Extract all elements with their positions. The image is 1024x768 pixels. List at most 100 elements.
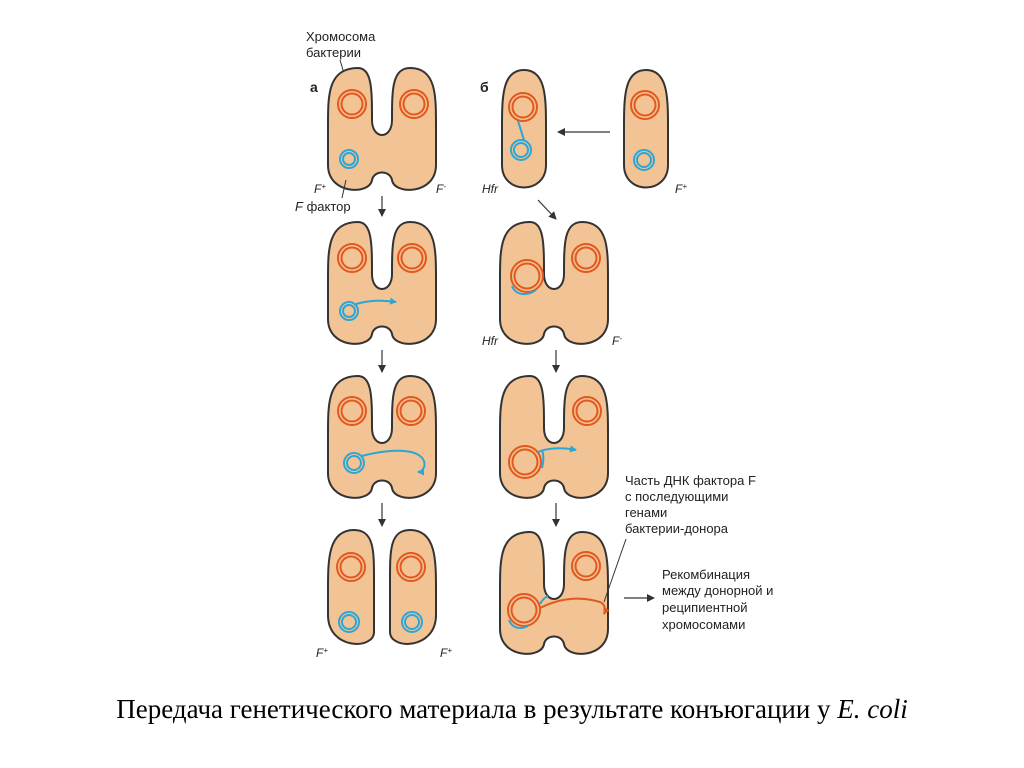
cell-body	[327, 220, 437, 345]
sup-plus: +	[447, 646, 452, 655]
chromosome-ring	[399, 89, 429, 119]
chromosome-ring	[508, 445, 542, 479]
dna-part-label-line4: бактерии-донора	[625, 521, 729, 536]
f-factor-ring	[633, 149, 655, 171]
f-factor-ring-inner	[342, 304, 356, 318]
f-letter: F	[316, 646, 324, 660]
cell-pair-b2	[499, 220, 609, 345]
label-hfr-b2: Hfr	[482, 334, 499, 348]
label-f-plus-a4-right: F+	[440, 646, 452, 661]
panel-a-letter: а	[310, 79, 318, 95]
chromosome-ring-inner	[511, 95, 535, 119]
f-factor-label: F фактор	[295, 199, 351, 214]
cell-body-right	[389, 528, 437, 645]
chromosome-ring-inner	[402, 92, 426, 116]
f-letter: F	[675, 182, 683, 196]
f-dna-segment	[508, 619, 529, 629]
dna-part-leader-line	[603, 538, 627, 603]
chromosome-ring-inner	[574, 246, 598, 270]
f-dna-transfer-strand	[537, 445, 577, 453]
conjugation-diagram: а Хромосома бактерии F+ F- F фактор	[295, 29, 773, 661]
chromosome-ring	[396, 552, 426, 582]
f-factor-ring	[401, 611, 423, 633]
chromosome-ring	[507, 593, 541, 627]
chromosome-ring	[397, 243, 427, 273]
f-letter: F	[314, 182, 322, 196]
chromosome-ring-inner	[340, 92, 364, 116]
f-dna-origin	[541, 449, 545, 469]
f-factor-transfer-strand	[361, 449, 426, 476]
chromosome-ring	[571, 551, 601, 581]
f-factor-ring-inner	[404, 614, 420, 630]
integrated-f-segment	[511, 285, 537, 296]
chromosome-ring	[337, 396, 367, 426]
recombination-label-line3: реципиентной	[662, 600, 748, 615]
f-factor-ring-inner	[341, 614, 357, 630]
sup-plus: +	[323, 646, 328, 655]
f-letter: F	[612, 334, 620, 348]
chromosome-ring	[571, 243, 601, 273]
cell-body	[499, 530, 609, 655]
recombination-label-line4: хромосомами	[662, 617, 745, 632]
cell-pair-b3	[499, 374, 609, 499]
chromosome-ring-inner	[339, 555, 363, 579]
chromosome-ring-inner	[399, 399, 423, 423]
f-factor-ring	[343, 452, 365, 474]
chromosome-ring-inner	[400, 246, 424, 270]
integration-link	[517, 120, 525, 141]
panel-b-letter: б	[480, 79, 489, 95]
label-f-plus-a1: F+	[314, 182, 326, 197]
donor-dna-strand	[539, 597, 610, 615]
label-hfr-b1: Hfr	[482, 182, 499, 196]
f-factor-ring	[338, 611, 360, 633]
f-factor-ring-inner	[346, 455, 362, 471]
dna-part-label-line3: генами	[625, 505, 667, 520]
caption-text: Передача генетического материала в резул…	[116, 694, 838, 724]
chromosome-label-line2: бактерии	[306, 45, 361, 60]
chromosome-ring-inner	[575, 399, 599, 423]
chromosome-ring-inner	[399, 555, 423, 579]
f-letter: F	[436, 182, 444, 196]
recombination-label-line1: Рекомбинация	[662, 567, 750, 582]
step-arrow-b1	[537, 199, 557, 220]
chromosome-label-line1: Хромосома	[306, 29, 376, 44]
hfr-cell-body	[501, 68, 547, 189]
f-factor-ring-inner	[636, 152, 652, 168]
f-factor-ring	[339, 149, 359, 169]
caption-species: E. coli	[837, 694, 908, 724]
cell-body-left	[327, 528, 375, 645]
dna-part-label-line2: с последующими	[625, 489, 728, 504]
label-f-plus-b1: F+	[675, 182, 687, 197]
f-letter: F	[440, 646, 448, 660]
f-factor-ring	[510, 139, 532, 161]
chromosome-ring	[510, 259, 544, 293]
sup-plus: +	[321, 182, 326, 191]
f-factor-ring-inner	[342, 152, 356, 166]
f-factor-letter: F	[295, 199, 304, 214]
label-f-minus-a1: F-	[436, 182, 446, 197]
chromosome-ring	[508, 92, 538, 122]
f-factor-word: фактор	[303, 199, 351, 214]
f-factor-transfer-strand	[355, 297, 397, 305]
f-dna-leading-segment	[539, 595, 549, 605]
label-f-minus-b2: F-	[612, 334, 622, 349]
f-factor-ring	[339, 301, 359, 321]
cell-pair-a1	[327, 66, 437, 191]
cell-body	[327, 66, 437, 191]
chromosome-ring-inner	[511, 448, 539, 476]
chromosome-ring	[572, 396, 602, 426]
f-factor-leader-line	[341, 179, 347, 199]
cell-pair-b1	[501, 68, 669, 189]
cell-pair-a2	[327, 220, 437, 345]
cell-pair-b4	[499, 530, 610, 655]
sup-plus: +	[682, 182, 687, 191]
chromosome-ring-inner	[633, 93, 657, 117]
sup-minus: -	[443, 182, 446, 191]
chromosome-ring-inner	[340, 399, 364, 423]
recombination-label-line2: между донорной и	[662, 583, 773, 598]
cell-pair-a4	[327, 528, 437, 645]
figure-caption: Передача генетического материала в резул…	[0, 694, 1024, 725]
label-f-plus-a4-left: F+	[316, 646, 328, 661]
chromosome-ring	[337, 89, 367, 119]
chromosome-ring	[396, 396, 426, 426]
